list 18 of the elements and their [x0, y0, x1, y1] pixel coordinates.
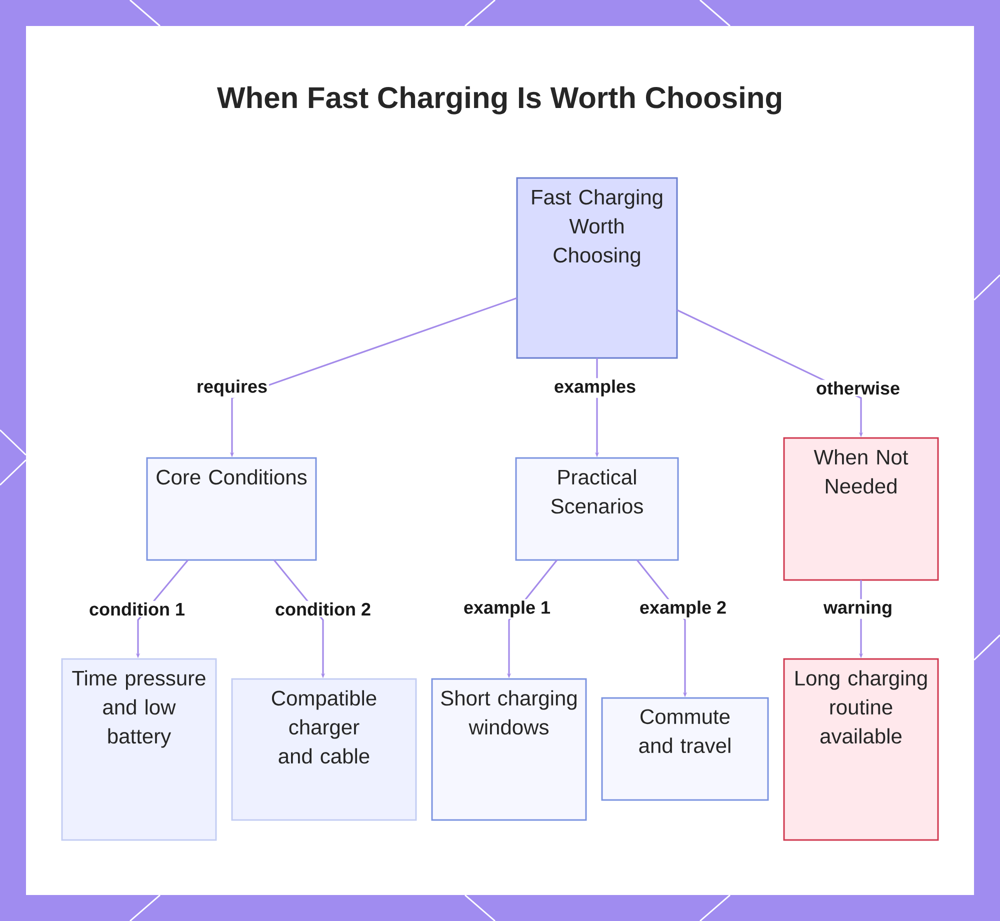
edge-label: examples — [552, 378, 638, 398]
warning-box: Long charging routine available — [783, 658, 939, 841]
edge-label: otherwise — [814, 380, 902, 396]
concept-box: Compatible charger and cable — [231, 678, 417, 821]
concept-box: Commute and travel — [601, 697, 769, 801]
edge-label: example 2 — [638, 599, 728, 619]
edge-label: warning — [822, 599, 894, 619]
edge-label: condition 1 — [88, 600, 186, 618]
concept-box: Practical Scenarios — [515, 457, 679, 561]
warning-box: When Not Needed — [783, 437, 939, 581]
title: When Fast Charging Is Worth Choosing — [217, 86, 782, 114]
edge-label: condition 2 — [274, 600, 372, 618]
concept-box: Core Conditions — [146, 457, 317, 561]
concept-box: Time pressure and low battery — [61, 658, 217, 841]
edge-label: example 1 — [462, 599, 552, 619]
edge-label: requires — [195, 378, 270, 398]
concept-box: Fast Charging Worth Choosing — [516, 177, 678, 359]
concept-box: Short charging windows — [431, 678, 587, 821]
